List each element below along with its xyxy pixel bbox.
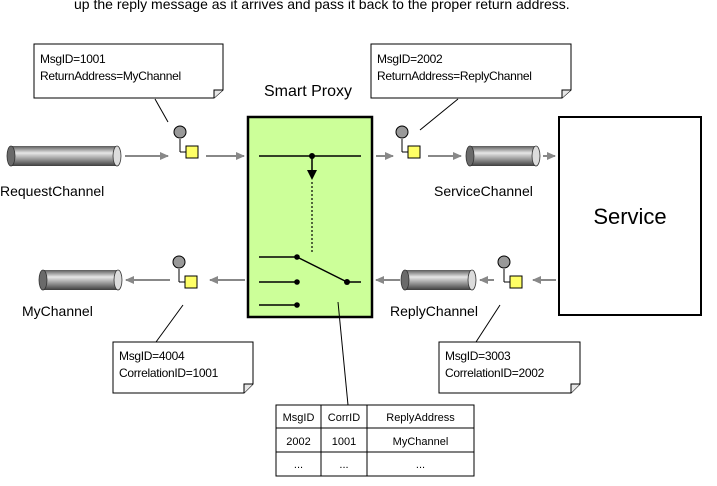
message-icon-my [172,255,198,289]
table-cell: 2002 [286,436,310,448]
note-bottom-right-line2: CorrelationID=2002 [445,366,545,380]
note-top-right-line1: MsgID=2002 [377,52,443,66]
table-header-msgid: MsgID [283,412,315,424]
table-header-replyaddress: ReplyAddress [386,412,455,424]
request-channel-label: RequestChannel [0,183,104,199]
message-icon-service [395,125,421,159]
table-header-corrid: CorrID [328,412,360,424]
table-cell: 1001 [332,436,356,448]
service-channel-pipe [465,145,541,167]
note-bottom-right: MsgID=3003 CorrelationID=2002 [438,304,581,394]
reply-channel-pipe [400,269,477,291]
note-bottom-left: MsgID=4004 CorrelationID=1001 [112,304,254,394]
request-channel-pipe [6,145,122,167]
message-icon-reply [497,255,523,289]
table-cell: ... [416,459,425,471]
service-box [558,116,702,316]
my-channel-label: MyChannel [22,303,93,319]
note-top-right-line2: ReturnAddress=ReplyChannel [377,69,532,83]
note-bottom-left-line2: CorrelationID=1001 [119,366,219,380]
correlation-table: MsgID CorrID ReplyAddress 2002 1001 MyCh… [275,404,475,477]
service-channel-label: ServiceChannel [434,183,533,199]
table-connector [337,301,349,406]
intro-text: up the reply message as it arrives and p… [74,0,570,12]
reply-channel-label: ReplyChannel [390,303,478,319]
my-channel-pipe [38,269,123,291]
smart-proxy-title: Smart Proxy [264,83,352,100]
note-top-right: MsgID=2002 ReturnAddress=ReplyChannel [370,43,572,131]
smart-proxy-box [246,115,374,319]
flow-arrows [125,152,556,284]
note-top-left: MsgID=1001 ReturnAddress=MyChannel [33,43,224,123]
note-top-left-line2: ReturnAddress=MyChannel [40,69,181,83]
table-cell: MyChannel [393,436,449,448]
note-top-left-line1: MsgID=1001 [40,52,106,66]
message-icon-request [173,125,199,159]
note-bottom-right-line1: MsgID=3003 [445,349,511,363]
service-label: Service [593,204,666,229]
table-cell: ... [294,459,303,471]
table-cell: ... [339,459,348,471]
note-bottom-left-line1: MsgID=4004 [119,349,185,363]
